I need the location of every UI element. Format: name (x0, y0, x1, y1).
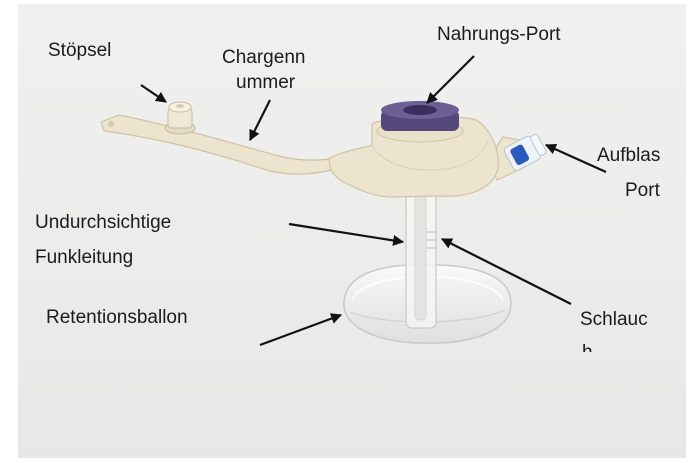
label-inflation-port-line1: Aufblas (597, 143, 660, 168)
label-opaque-line-line1: Undurchsichtige (35, 210, 171, 235)
arrow-retention-balloon (260, 315, 341, 345)
arrow-stopper (141, 85, 166, 102)
feeding-port-shape (377, 101, 463, 142)
arrow-lot-number (250, 100, 270, 140)
label-opaque-line-line2: Funkleitung (35, 245, 133, 270)
label-lot-number-line2: ummer (236, 70, 295, 95)
stopper-plug-shape (165, 102, 195, 134)
tube-shape (406, 188, 436, 328)
label-tube-line1: Schlauc (580, 307, 648, 332)
label-feeding-port: Nahrungs-Port (437, 22, 561, 47)
arrow-feeding-port (427, 56, 474, 103)
arrow-opaque-line (289, 224, 403, 242)
label-lot-number-line1: Chargenn (222, 45, 305, 70)
strap-arm-shape (101, 115, 354, 174)
label-tube-line2: h (582, 340, 593, 352)
label-inflation-port-line2: Port (625, 178, 660, 203)
label-retention-balloon: Retentionsballon (46, 305, 188, 330)
label-stopper: Stöpsel (48, 38, 111, 63)
